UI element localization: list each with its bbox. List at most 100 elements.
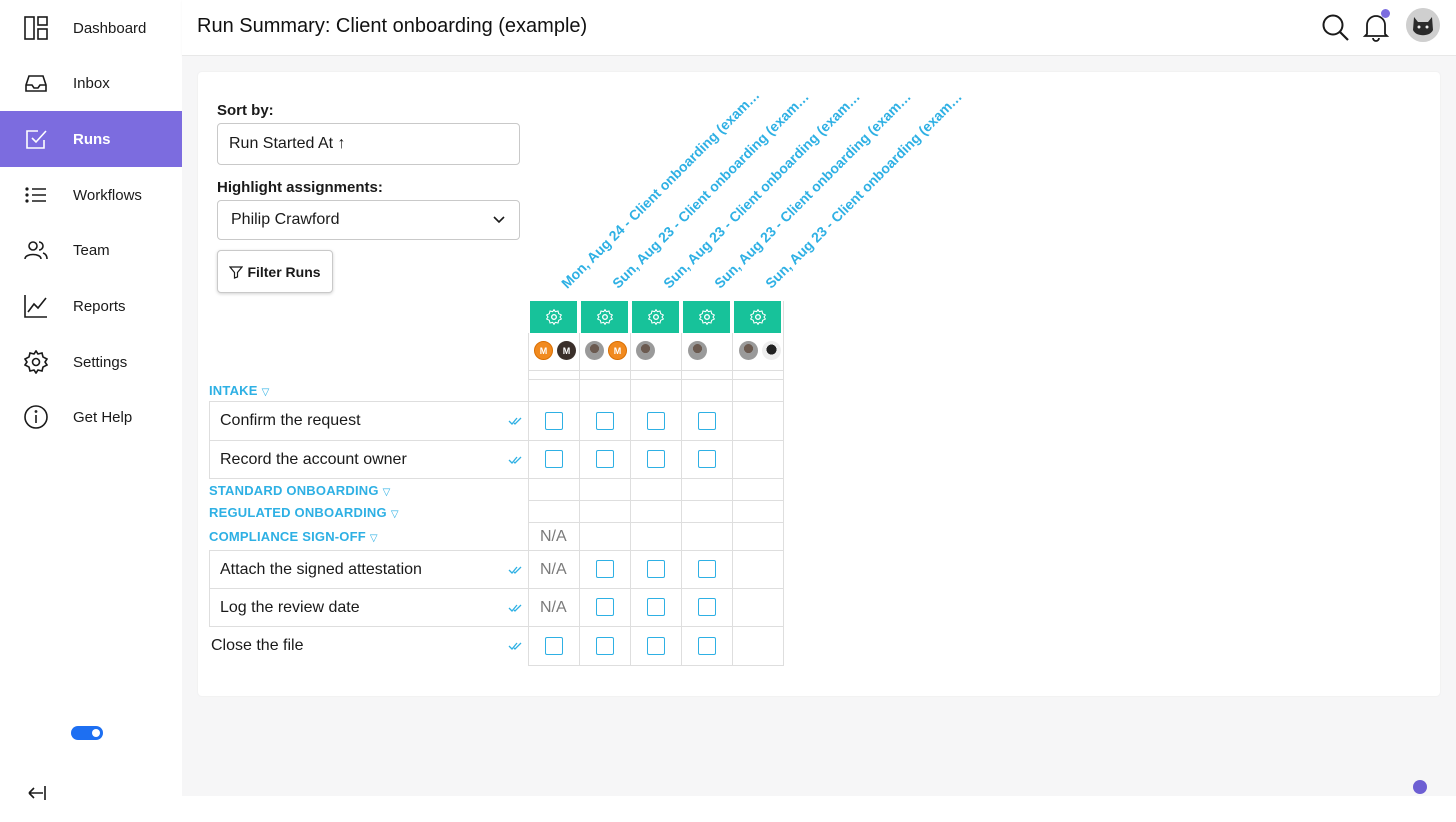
- task-checkbox[interactable]: [698, 450, 716, 468]
- assignee-avatar[interactable]: M: [557, 341, 576, 360]
- gear-icon: [24, 350, 48, 374]
- section-compliance-sign-off[interactable]: COMPLIANCE SIGN-OFF▽: [209, 529, 378, 544]
- task-checkbox[interactable]: [698, 560, 716, 578]
- section-intake[interactable]: INTAKE▽: [209, 383, 270, 398]
- task-row[interactable]: Record the account owner: [209, 440, 528, 479]
- assignee-avatar[interactable]: M: [608, 341, 627, 360]
- grid-line: [528, 379, 783, 380]
- runs-check-icon: [24, 127, 48, 151]
- grid-line: [528, 401, 783, 402]
- sidebar-item-get-help[interactable]: Get Help: [0, 389, 182, 445]
- run-settings-button[interactable]: [683, 301, 730, 333]
- run-settings-button[interactable]: [734, 301, 781, 333]
- task-checkbox[interactable]: [647, 637, 665, 655]
- task-row[interactable]: Close the file: [209, 626, 528, 666]
- gear-icon: [545, 309, 562, 325]
- section-label: COMPLIANCE SIGN-OFF: [209, 529, 366, 544]
- top-header: Run Summary: Client onboarding (example): [182, 0, 1456, 56]
- filter-runs-label: Filter Runs: [247, 263, 321, 280]
- task-checkbox[interactable]: [647, 598, 665, 616]
- sort-label: Sort by:: [217, 102, 274, 119]
- chat-widget-icon[interactable]: [1413, 780, 1427, 794]
- grid-line: [528, 478, 783, 479]
- run-settings-button[interactable]: [530, 301, 577, 333]
- section-label: STANDARD ONBOARDING: [209, 483, 379, 498]
- section-label: REGULATED ONBOARDING: [209, 505, 387, 520]
- task-checkbox[interactable]: [647, 450, 665, 468]
- theme-toggle[interactable]: [71, 726, 103, 740]
- task-checkbox[interactable]: [698, 412, 716, 430]
- task-checkbox[interactable]: [596, 598, 614, 616]
- task-label: Log the review date: [220, 598, 360, 616]
- collapse-triangle-icon: ▽: [382, 487, 391, 498]
- grid-line: [528, 626, 783, 627]
- sidebar-item-label: Team: [73, 241, 110, 259]
- sidebar-item-team[interactable]: Team: [0, 222, 182, 278]
- grid-line: [528, 665, 783, 666]
- filter-runs-button[interactable]: Filter Runs: [217, 250, 333, 293]
- search-icon[interactable]: [1320, 12, 1350, 42]
- collapse-triangle-icon: ▽: [369, 533, 378, 544]
- assignee-avatar[interactable]: [585, 341, 604, 360]
- sidebar-item-dashboard[interactable]: Dashboard: [0, 0, 182, 56]
- double-check-icon: [508, 456, 522, 464]
- task-label: Attach the signed attestation: [220, 560, 422, 578]
- sidebar-item-reports[interactable]: Reports: [0, 278, 182, 334]
- avatar[interactable]: [1406, 8, 1440, 42]
- run-settings-button[interactable]: [632, 301, 679, 333]
- section-regulated-onboarding[interactable]: REGULATED ONBOARDING▽: [209, 505, 399, 520]
- na-value: N/A: [540, 599, 567, 616]
- collapse-triangle-icon: ▽: [261, 387, 270, 398]
- toggle-knob: [92, 729, 100, 737]
- task-row[interactable]: Confirm the request: [209, 401, 528, 441]
- grid-line: [528, 333, 529, 666]
- sidebar-item-label: Inbox: [73, 74, 110, 92]
- task-label: Record the account owner: [220, 450, 407, 468]
- list-icon: [24, 183, 48, 207]
- gear-icon: [749, 309, 766, 325]
- bell-icon[interactable]: [1362, 12, 1390, 42]
- sidebar-item-settings[interactable]: Settings: [0, 334, 182, 390]
- collapse-sidebar-icon[interactable]: [26, 784, 46, 802]
- assignee-avatar[interactable]: [762, 341, 781, 360]
- na-value: N/A: [540, 561, 567, 578]
- task-checkbox[interactable]: [647, 412, 665, 430]
- task-checkbox[interactable]: [698, 598, 716, 616]
- run-summary-card: [198, 72, 1440, 696]
- task-checkbox[interactable]: [596, 560, 614, 578]
- task-checkbox[interactable]: [545, 450, 563, 468]
- sidebar-item-label: Dashboard: [73, 19, 147, 37]
- task-checkbox[interactable]: [545, 637, 563, 655]
- task-checkbox[interactable]: [596, 450, 614, 468]
- notification-dot: [1381, 9, 1390, 18]
- assignee-avatar[interactable]: [739, 341, 758, 360]
- sidebar-item-runs[interactable]: Runs: [0, 111, 182, 167]
- team-icon: [24, 238, 48, 262]
- filter-icon: [229, 265, 244, 279]
- chevron-down-icon: [493, 216, 505, 224]
- assignee-avatar[interactable]: [636, 341, 655, 360]
- na-value: N/A: [540, 528, 567, 545]
- task-checkbox[interactable]: [596, 637, 614, 655]
- task-row[interactable]: Attach the signed attestation: [209, 550, 528, 589]
- task-checkbox[interactable]: [647, 560, 665, 578]
- gear-icon: [698, 309, 715, 325]
- chart-line-icon: [24, 294, 48, 318]
- grid-line: [528, 440, 783, 441]
- sort-value: Run Started At ↑: [229, 135, 346, 152]
- task-checkbox[interactable]: [698, 637, 716, 655]
- sort-select[interactable]: Run Started At ↑: [217, 123, 520, 165]
- section-standard-onboarding[interactable]: STANDARD ONBOARDING▽: [209, 483, 391, 498]
- assignee-avatar[interactable]: M: [534, 341, 553, 360]
- run-settings-button[interactable]: [581, 301, 628, 333]
- task-checkbox[interactable]: [596, 412, 614, 430]
- task-checkbox[interactable]: [545, 412, 563, 430]
- sidebar-item-workflows[interactable]: Workflows: [0, 167, 182, 223]
- grid-line: [528, 500, 783, 501]
- task-row[interactable]: Log the review date: [209, 588, 528, 627]
- sidebar-item-label: Get Help: [73, 408, 133, 426]
- grid-line: [579, 333, 580, 666]
- highlight-assignments-select[interactable]: Philip Crawford: [217, 200, 520, 240]
- sidebar-item-inbox[interactable]: Inbox: [0, 55, 182, 111]
- assignee-avatar[interactable]: [688, 341, 707, 360]
